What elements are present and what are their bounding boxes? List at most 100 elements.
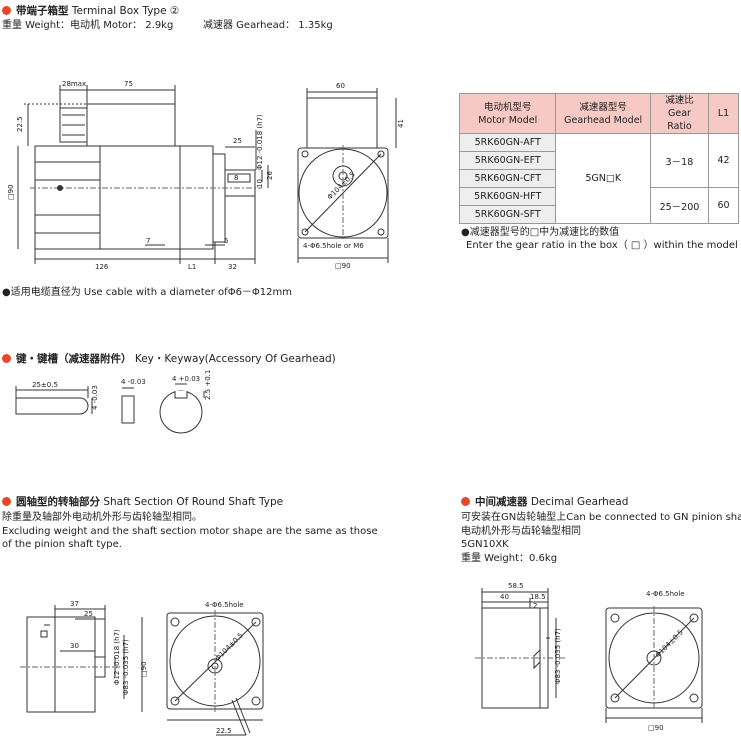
bullet-icon xyxy=(461,497,470,506)
key-dim-4a: 4 -0.03 xyxy=(91,385,99,410)
key-drawing: 25±0.5 4 -0.03 4 -0.03 4 +0.03 2.5 +0.1 xyxy=(15,370,212,434)
rs-dim-30: 30 xyxy=(70,642,79,650)
round-shaft-title-zh: 圆轴型的转轴部分 xyxy=(16,496,100,508)
bullet-icon xyxy=(2,497,11,506)
dim-10: 10 xyxy=(256,179,264,188)
dg-dim-sq90: □90 xyxy=(648,724,664,732)
dg-dim-pilot: Φ83 -0.035 (h7) xyxy=(554,628,562,684)
dim-75: 75 xyxy=(124,80,133,88)
dim-25: 25 xyxy=(233,137,242,145)
table-note-zh: ●减速器型号的□中为减速比的数值 xyxy=(461,227,620,238)
bullet-icon xyxy=(2,6,11,15)
gearhead-model-cell: 5GN□K xyxy=(555,133,651,224)
key-dim-25: 25±0.5 xyxy=(32,381,58,389)
terminal-box-front xyxy=(306,97,378,149)
motor-model-cell: 5RK60GN-AFT xyxy=(458,133,557,152)
terminal-box-header: 带端子箱型 Terminal Box Type ② xyxy=(2,3,179,18)
decimal-line2: 电动机外形与齿轮轴型相同 xyxy=(461,526,581,537)
l1-cell: 42 xyxy=(708,133,739,188)
rs-dim-37: 37 xyxy=(70,600,79,608)
dim-l1: L1 xyxy=(188,263,196,271)
table-row: 5RK60GN-AFT 5GN□K 3－18 42 xyxy=(458,133,739,224)
dg-dim-40: 40 xyxy=(500,593,509,601)
dim-8: 8 xyxy=(234,174,238,182)
gearhead-weight-label: 减速器 Gearhead： xyxy=(203,20,296,31)
rs-dim-pcd: Φ104±0.5 xyxy=(214,631,245,662)
table-row: 5RK60GN-HFT 25－200 60 xyxy=(458,187,739,224)
terminal-box-title-en: Terminal Box Type ② xyxy=(71,5,180,17)
ratio-cell: 3－18 xyxy=(649,133,710,188)
terminal-box-drawing: 28max 75 22.5 □90 25 Φ12 -0.018 (h7) 10 … xyxy=(7,80,405,271)
motor-weight: 2.9kg xyxy=(145,20,174,31)
motor-model-cell: 5RK60GN-HFT xyxy=(458,187,557,206)
dim-28max: 28max xyxy=(62,80,86,88)
motor-model-cell: 5RK60GN-CFT xyxy=(458,169,557,188)
terminal-box xyxy=(86,103,176,147)
rs-dim-shaft: Φ12 -0.018 (h7) xyxy=(113,629,121,685)
gearhead-weight: 1.35kg xyxy=(298,20,333,31)
motor-model-cell: 5RK60GN-EFT xyxy=(458,151,557,170)
decimal-title-zh: 中间减速器 xyxy=(475,496,528,508)
rs-dim-25: 25 xyxy=(84,610,93,618)
motor-body xyxy=(34,145,214,250)
dim-sq90-front: □90 xyxy=(335,262,351,270)
dim-32: 32 xyxy=(228,263,237,271)
dg-dim-pcd: Φ104±0.5 xyxy=(654,628,685,659)
table-row: 5RK60GN-EFT xyxy=(458,151,739,170)
dim-26: 26 xyxy=(266,171,274,180)
weight-label: 重量 Weight：电动机 Motor： xyxy=(2,20,143,31)
table-row: 5RK60GN-SFT xyxy=(458,205,739,224)
terminal-box-title-zh: 带端子箱型 xyxy=(16,5,69,17)
dg-dim-18-5: 18.5 xyxy=(530,593,546,601)
dim-sq90: □90 xyxy=(7,184,15,200)
dim-41: 41 xyxy=(397,119,405,128)
key-dim-4c: 4 +0.03 xyxy=(172,375,200,383)
decimal-model: 5GN10XK xyxy=(461,539,509,550)
dim-hole: 4-Φ6.5hole or M6 xyxy=(303,242,364,250)
motor-model-cell: 5RK60GN-SFT xyxy=(458,205,557,224)
table-note-en: Enter the gear ratio in the box（ □ ）with… xyxy=(466,240,741,251)
weight-line: 重量 Weight：电动机 Motor： 2.9kg xyxy=(2,19,173,32)
dim-60: 60 xyxy=(336,82,345,90)
round-shaft-title-en: Shaft Section Of Round Shaft Type xyxy=(103,496,284,508)
dim-22-5: 22.5 xyxy=(16,116,24,132)
key-title-zh: 键・键槽（减速器附件） xyxy=(16,353,132,365)
gearhead-weight-line: 减速器 Gearhead： 1.35kg xyxy=(203,19,333,32)
round-shaft-header: 圆轴型的转轴部分 Shaft Section Of Round Shaft Ty… xyxy=(2,494,283,509)
decimal-weight: 重量 Weight：0.6kg xyxy=(461,553,558,564)
dg-dim-2: 2 xyxy=(533,602,537,610)
table-row: 5RK60GN-CFT xyxy=(458,169,739,188)
dim-126: 126 xyxy=(95,263,109,271)
dim-shaft: Φ12 -0.018 (h7) xyxy=(256,114,264,170)
header-l1: L1 xyxy=(708,93,739,134)
round-shaft-line2: Excluding weight and the shaft section m… xyxy=(2,526,378,537)
rs-dim-hole: 4-Φ6.5hole xyxy=(205,601,244,609)
dim-7: 7 xyxy=(146,237,150,245)
key-dim-2-5: 2.5 +0.1 xyxy=(204,370,212,400)
cable-note: ●适用电缆直径为 Use cable with a diameter ofΦ6－… xyxy=(2,287,293,298)
dg-dim-58-5: 58.5 xyxy=(508,582,524,590)
dim-pcd: Φ104±0.5 xyxy=(326,170,357,201)
dim-5: 5 xyxy=(224,237,228,245)
key-header: 键・键槽（减速器附件） Key・Keyway(Accessory Of Gear… xyxy=(2,351,336,366)
rs-dim-pilot: Φ83 -0.035 (h7) xyxy=(122,639,130,695)
round-shaft-drawing: 37 25 30 Φ12 -0.018 (h7) Φ83 -0.035 (h7)… xyxy=(20,600,264,736)
rs-dim-22-5: 22.5 xyxy=(216,727,232,735)
bullet-icon xyxy=(2,354,11,363)
l1-cell: 60 xyxy=(708,187,739,224)
key-side xyxy=(15,397,89,415)
decimal-header: 中间减速器 Decimal Gearhead xyxy=(461,494,628,509)
key-end xyxy=(121,395,135,424)
dg-dim-hole: 4-Φ6.5hole xyxy=(646,590,685,598)
key-title-en: Key・Keyway(Accessory Of Gearhead) xyxy=(134,353,336,365)
rs-dim-sq90: □90 xyxy=(140,661,148,677)
key-dim-4b: 4 -0.03 xyxy=(121,378,146,386)
round-shaft-line1: 除重量及轴部外电动机外形与齿轮轴型相同。 xyxy=(2,512,202,523)
decimal-title-en: Decimal Gearhead xyxy=(530,496,629,508)
decimal-line1: 可安装在GN齿轮轴型上Can be connected to GN pinion… xyxy=(461,512,741,523)
